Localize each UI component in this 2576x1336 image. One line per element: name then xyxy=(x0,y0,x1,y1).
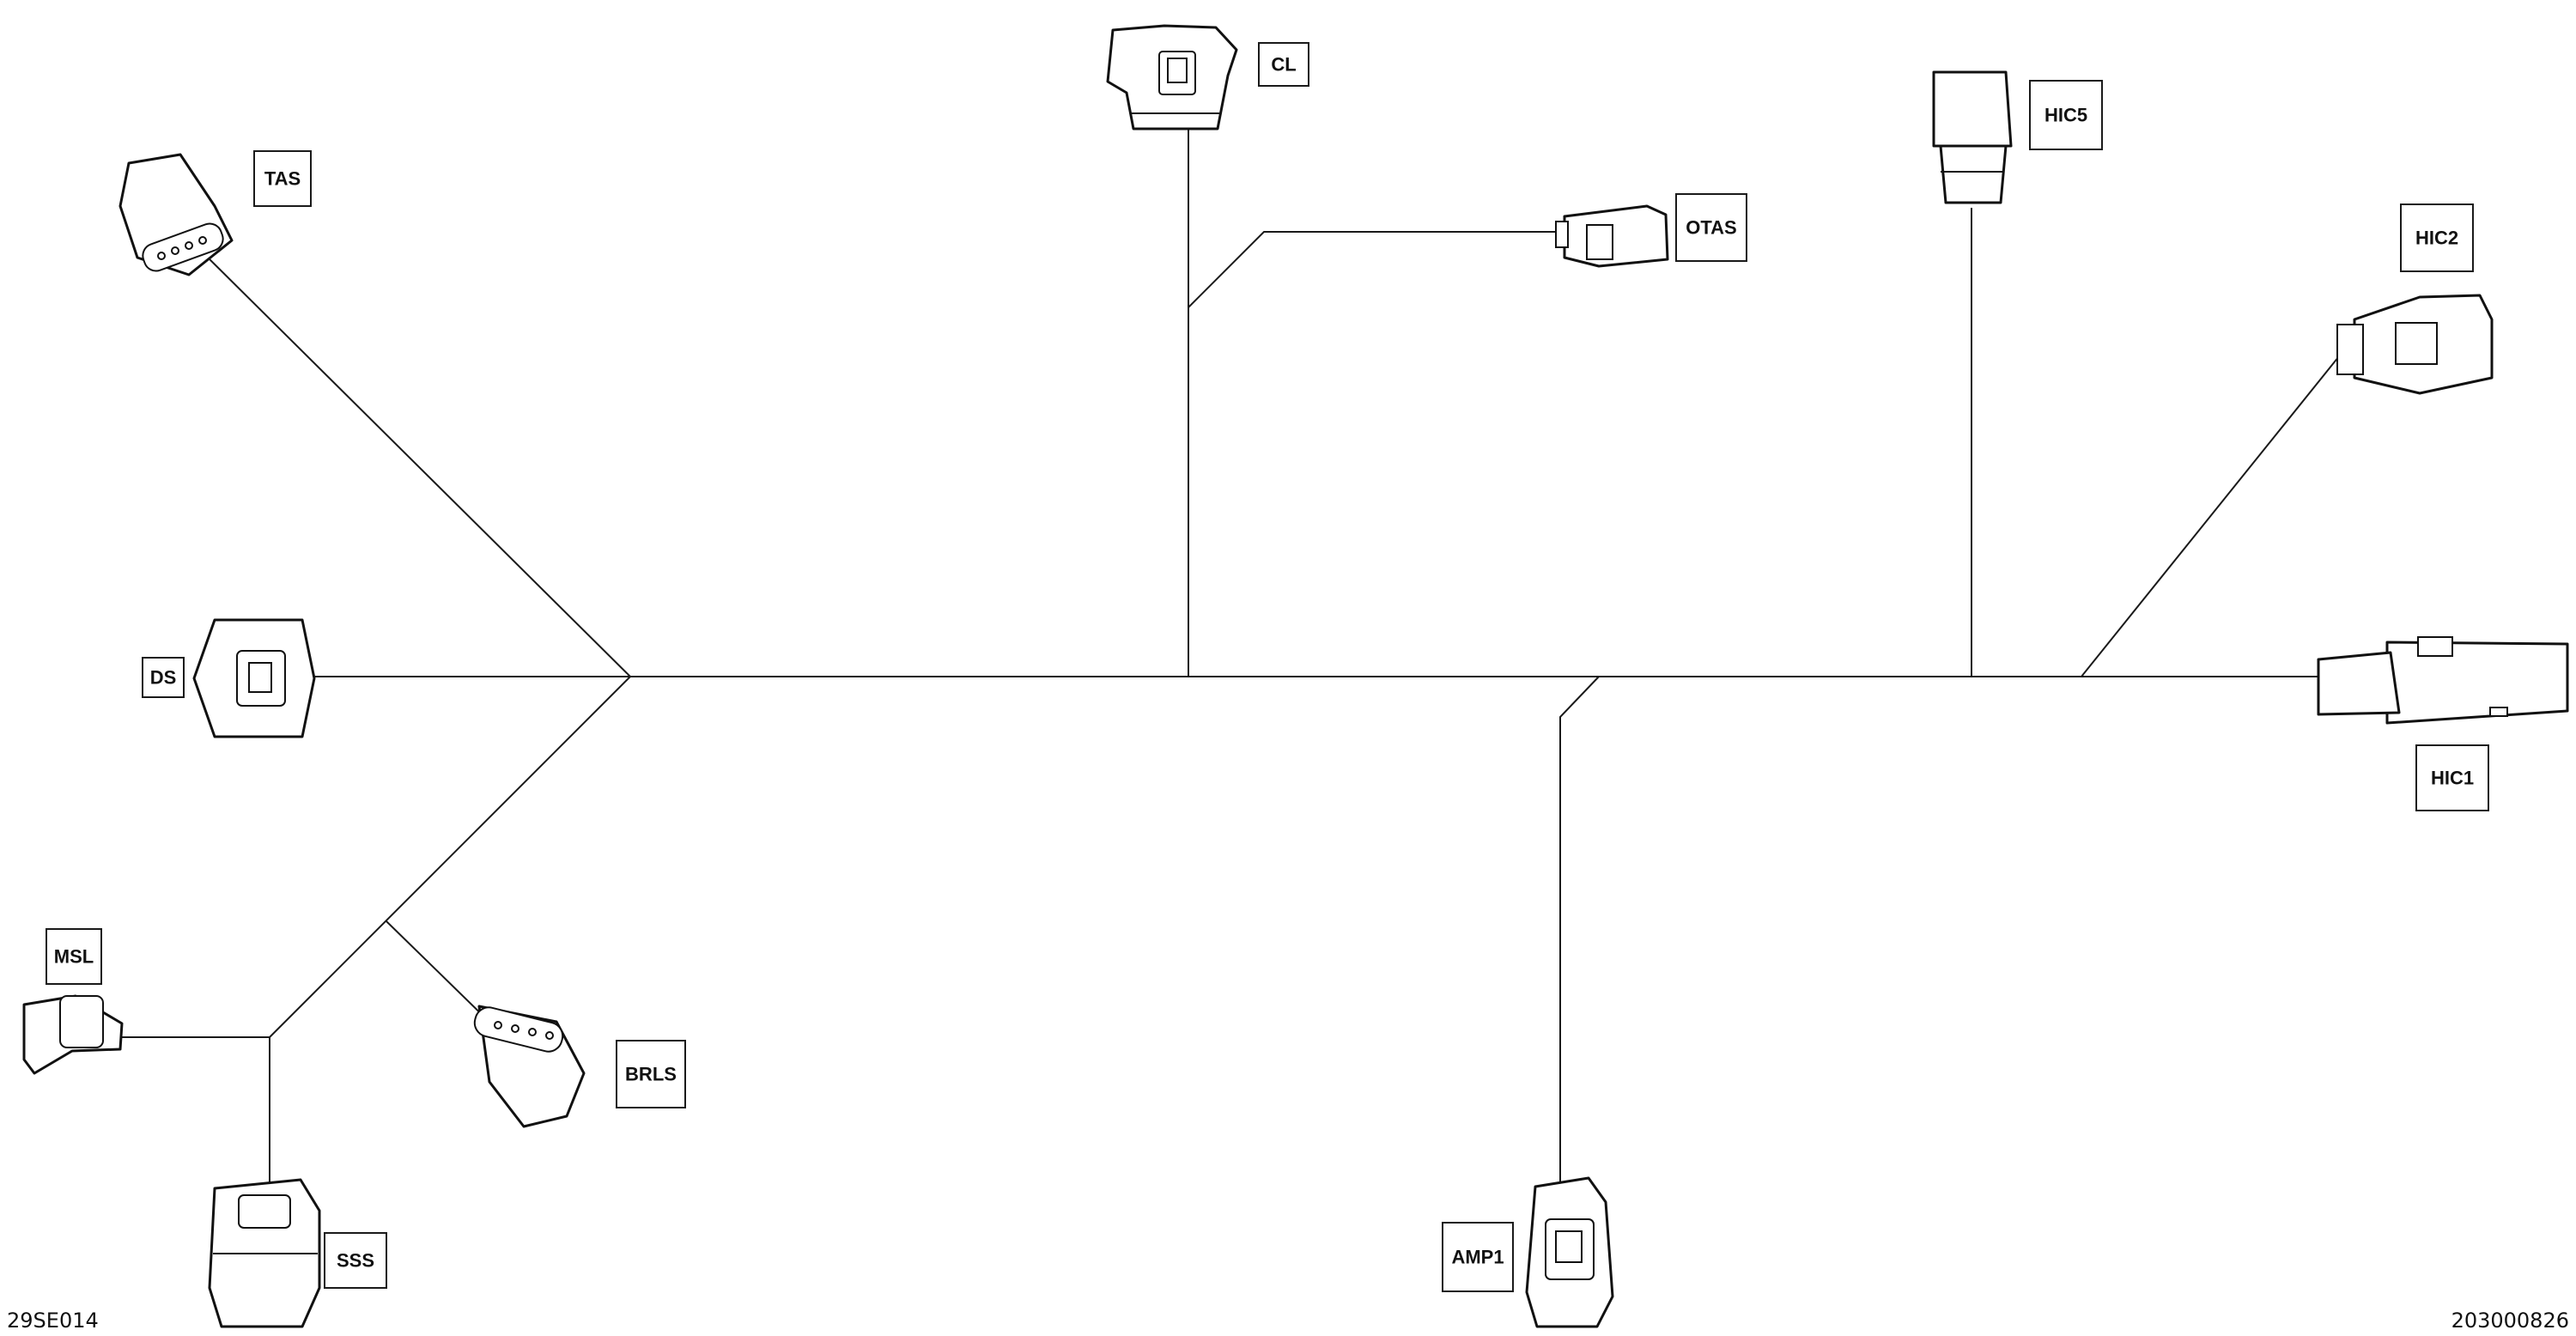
connector-ds[interactable] xyxy=(192,618,316,738)
label-brls-text: BRLS xyxy=(625,1064,677,1085)
label-brls: BRLS xyxy=(616,1040,686,1108)
label-sss-text: SSS xyxy=(337,1250,374,1272)
connector-sss[interactable] xyxy=(208,1178,321,1328)
label-sss: SSS xyxy=(324,1232,387,1289)
label-amp1: AMP1 xyxy=(1442,1222,1514,1292)
label-hic5: HIC5 xyxy=(2029,80,2103,150)
connector-tas[interactable] xyxy=(118,153,234,276)
connector-otas[interactable] xyxy=(1555,204,1669,268)
label-hic2: HIC2 xyxy=(2400,203,2474,272)
label-msl-text: MSL xyxy=(54,946,94,968)
connector-msl[interactable] xyxy=(22,994,124,1075)
label-hic5-text: HIC5 xyxy=(2044,105,2087,126)
wire-lower-branch xyxy=(269,676,631,1038)
connector-hic2[interactable] xyxy=(2336,294,2494,395)
part-number: 203000826 xyxy=(2451,1309,2569,1333)
wire-hic2 xyxy=(2081,351,2343,677)
label-hic1: HIC1 xyxy=(2415,744,2489,811)
label-hic2-text: HIC2 xyxy=(2415,228,2458,249)
label-cl-text: CL xyxy=(1271,54,1296,76)
label-ds-text: DS xyxy=(150,667,177,689)
label-amp1-text: AMP1 xyxy=(1451,1247,1504,1268)
connector-amp1[interactable] xyxy=(1525,1176,1614,1328)
connector-cl[interactable] xyxy=(1106,24,1238,131)
figure-code: 29SE014 xyxy=(7,1309,99,1333)
harness-wires xyxy=(120,120,2343,1189)
label-cl: CL xyxy=(1258,42,1309,87)
label-tas-text: TAS xyxy=(264,168,301,190)
connector-hic1[interactable] xyxy=(2317,636,2569,725)
wire-amp1 xyxy=(1559,676,1600,1189)
connector-brls[interactable] xyxy=(471,1005,586,1128)
label-msl: MSL xyxy=(46,928,102,985)
label-otas: OTAS xyxy=(1675,193,1747,262)
label-ds: DS xyxy=(142,657,185,698)
label-hic1-text: HIC1 xyxy=(2431,768,2474,789)
label-otas-text: OTAS xyxy=(1686,217,1736,239)
label-tas: TAS xyxy=(253,150,312,207)
wire-otas xyxy=(1188,231,1564,308)
wire-tas xyxy=(198,248,631,677)
connector-hic5[interactable] xyxy=(1932,70,2013,204)
